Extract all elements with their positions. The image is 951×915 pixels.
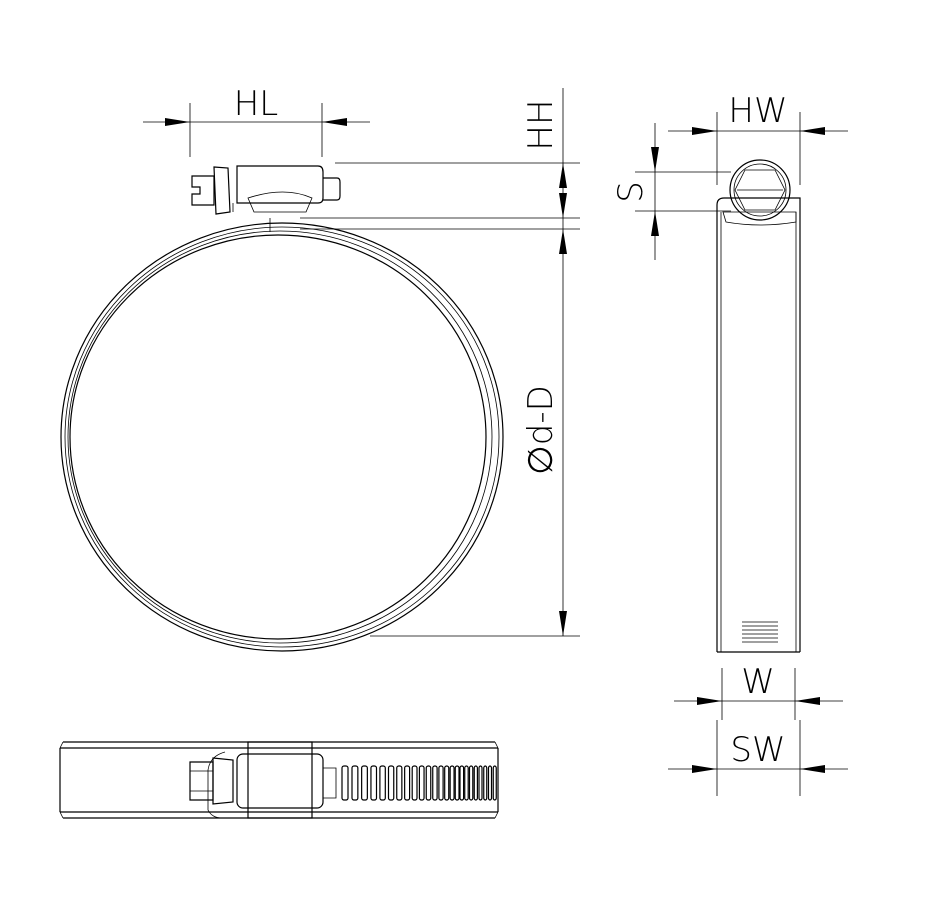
plan-thread <box>341 765 497 801</box>
thread-slot <box>396 765 403 801</box>
thread-slot <box>449 765 455 801</box>
hl-label: HL <box>234 84 279 124</box>
hw-label: HW <box>728 91 787 131</box>
hw-dimension: HW <box>668 91 848 185</box>
thread-slot <box>459 765 465 801</box>
w-dimension: W <box>674 662 843 720</box>
sw-dimension: SW <box>668 720 848 796</box>
thread-slot <box>370 765 378 801</box>
thread-slot <box>473 765 478 801</box>
thread-slot <box>418 765 425 801</box>
thread-slot <box>454 765 460 801</box>
s-label: S <box>611 181 651 203</box>
thread-slot <box>468 765 474 801</box>
thread-slot <box>478 765 483 801</box>
thread-slot <box>444 765 450 801</box>
thread-slot <box>411 765 418 801</box>
sw-label: SW <box>730 730 785 770</box>
diameter-label: ∅d-D <box>521 385 561 475</box>
w-label: W <box>741 662 775 702</box>
side-thread <box>742 621 778 643</box>
thread-slot <box>404 765 411 801</box>
hh-dimension: HH ∅d-D <box>300 88 580 637</box>
thread-slot <box>438 765 444 801</box>
thread-slot <box>483 765 488 801</box>
thread-slot <box>464 765 469 801</box>
thread-slot <box>425 765 432 801</box>
front-view-band <box>60 222 504 652</box>
thread-slot <box>341 765 349 801</box>
hl-dimension: HL <box>143 84 370 157</box>
hh-label: HH <box>521 99 561 150</box>
side-view <box>716 159 801 653</box>
thread-slot <box>361 765 368 801</box>
thread-slot <box>351 765 359 801</box>
thread-slot <box>432 765 438 801</box>
front-view-housing <box>191 165 341 232</box>
thread-slot <box>492 765 497 801</box>
thread-slot <box>379 765 386 801</box>
thread-slot <box>387 765 395 801</box>
s-dimension: S <box>611 123 731 260</box>
thread-slot <box>487 765 493 801</box>
plan-view <box>59 741 499 819</box>
